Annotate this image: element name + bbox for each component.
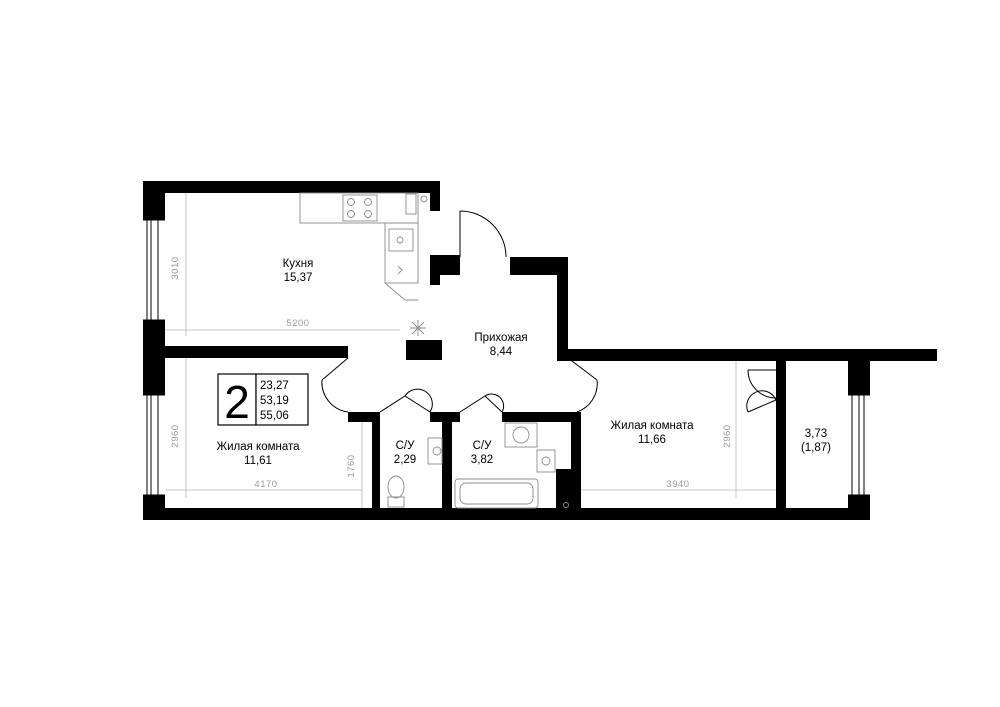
walls xyxy=(143,181,937,520)
areas-box xyxy=(255,373,309,426)
dimension-lines xyxy=(165,193,776,508)
living1-width-dim: 4170 xyxy=(254,479,277,490)
area-summary: 2 23,27 53,19 55,06 xyxy=(217,373,309,428)
rooms-count: 2 xyxy=(224,376,250,428)
hall-name: Прихожая xyxy=(474,332,527,344)
bath-height-dim: 1760 xyxy=(346,454,357,477)
living2-width-dim: 3940 xyxy=(666,479,689,490)
hall-area: 8,44 xyxy=(490,346,513,358)
living1-height-dim: 2960 xyxy=(170,424,181,447)
living-area: 23,27 xyxy=(260,380,289,392)
total-with-balcony: 55,06 xyxy=(260,410,289,422)
bath2-name: С/У xyxy=(473,440,493,452)
kitchen-width-dim: 5200 xyxy=(286,318,309,329)
bath1-name: С/У xyxy=(396,440,416,452)
bath2-area: 3,82 xyxy=(471,454,493,466)
kitchen-fixtures xyxy=(299,192,428,336)
living2-height-dim: 2960 xyxy=(722,424,733,447)
living2-name: Жилая комната xyxy=(610,420,694,432)
balcony-area: 3,73 xyxy=(805,428,827,440)
living1-area: 11,61 xyxy=(244,455,272,467)
rooms-count-box xyxy=(217,373,257,426)
doors xyxy=(321,210,777,413)
kitchen-name: Кухня xyxy=(283,258,314,270)
living2-area: 11,66 xyxy=(638,434,666,446)
total-area: 53,19 xyxy=(260,395,289,407)
balcony-area-reduced: (1,87) xyxy=(801,442,831,454)
bathroom-fixtures xyxy=(387,422,569,509)
kitchen-area: 15,37 xyxy=(284,272,313,284)
kitchen-height-dim: 3010 xyxy=(170,256,181,279)
living1-name: Жилая комната xyxy=(216,441,300,453)
bath1-area: 2,29 xyxy=(394,454,416,466)
windows xyxy=(143,219,870,496)
